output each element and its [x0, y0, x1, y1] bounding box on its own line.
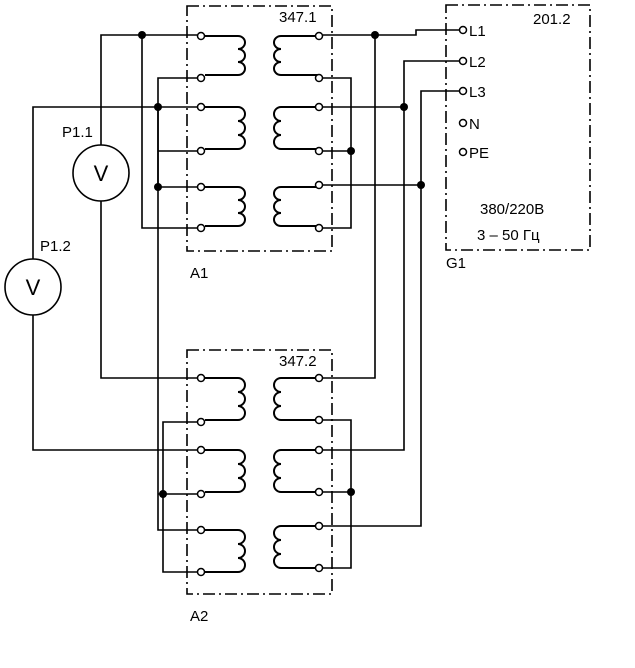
transformer-a2: 347.2 A2	[186, 349, 333, 625]
transformer-a1-primary-coil-3	[205, 186, 246, 227]
transformer-a2-id: 347.2	[279, 353, 317, 370]
transformer-a2-primary-coil-3	[205, 529, 246, 573]
source-rating-frequency: 3 – 50 Гц	[477, 227, 540, 244]
terminal-pe	[458, 147, 468, 157]
terminal-l2	[458, 56, 468, 66]
transformer-a2-terminals	[196, 373, 324, 577]
transformer-a2-secondary-coil-1	[273, 377, 318, 421]
transformer-a1-primary-coil-2	[205, 106, 246, 150]
wire-l2	[323, 106, 405, 451]
transformer-a2-primary-coil-2	[205, 449, 246, 493]
source-id: 201.2	[533, 11, 571, 28]
terminal-n-label: N	[469, 116, 480, 133]
wire-l2-source	[403, 60, 459, 107]
transformer-a1-secondary-coil-3	[273, 186, 318, 227]
wire-a1-to-a2-1	[157, 107, 197, 531]
wire-l3-source	[420, 90, 459, 185]
transformer-a2-primary-coil-1	[205, 377, 246, 421]
terminal-l3	[458, 86, 468, 96]
voltmeter-p1-2-symbol: V	[26, 275, 41, 300]
wire-a2-pri-1	[162, 421, 197, 573]
transformer-a2-secondary-coil-3	[273, 525, 318, 569]
wire-p1-1-bottom	[100, 201, 197, 379]
wire-l1-source	[375, 29, 459, 36]
wire-p1-1-top	[100, 34, 197, 145]
source-rating-voltage: 380/220В	[480, 201, 544, 218]
transformer-a1: 347.1 A1	[186, 5, 333, 282]
terminal-pe-label: PE	[469, 145, 489, 162]
transformer-a1-id: 347.1	[279, 9, 317, 26]
transformer-a1-secondary-coil-2	[273, 106, 318, 150]
terminal-n	[458, 118, 468, 128]
wire-a1-star-1	[141, 35, 197, 229]
transformer-a1-terminals	[196, 31, 324, 233]
wire-a1-star-2	[157, 77, 197, 188]
terminal-l3-label: L3	[469, 84, 486, 101]
junction-dots	[138, 31, 425, 498]
wire-a2-sec-1	[323, 419, 352, 569]
transformer-a1-primary-coil-1	[205, 35, 246, 76]
transformer-a1-secondary-coil-1	[273, 35, 318, 76]
power-source-g1: 201.2 G1 L1 L2 L3 N PE 380/220В 3 – 50 Г…	[445, 4, 591, 272]
wire-a1-sec-1	[323, 77, 352, 229]
voltmeter-p1-1: V P1.1	[62, 124, 130, 202]
wire-l1	[323, 34, 376, 379]
terminal-l1-label: L1	[469, 23, 486, 40]
wire-l3	[323, 184, 422, 527]
transformer-a2-secondary-coil-2	[273, 449, 318, 493]
source-boundary	[445, 4, 591, 251]
wiring	[32, 29, 459, 573]
voltmeter-p1-2: V P1.2	[4, 238, 71, 316]
transformer-a1-label: A1	[190, 265, 208, 282]
transformer-a2-label: A2	[190, 608, 208, 625]
wire-p1-2-bottom	[32, 315, 197, 451]
voltmeter-p1-1-label: P1.1	[62, 124, 93, 141]
voltmeter-p1-2-label: P1.2	[40, 238, 71, 255]
terminal-l1	[458, 25, 468, 35]
terminal-l2-label: L2	[469, 54, 486, 71]
transformer-a2-boundary	[186, 349, 333, 595]
voltmeter-p1-1-symbol: V	[94, 161, 109, 186]
transformer-a1-boundary	[186, 5, 333, 252]
source-label: G1	[446, 255, 466, 272]
